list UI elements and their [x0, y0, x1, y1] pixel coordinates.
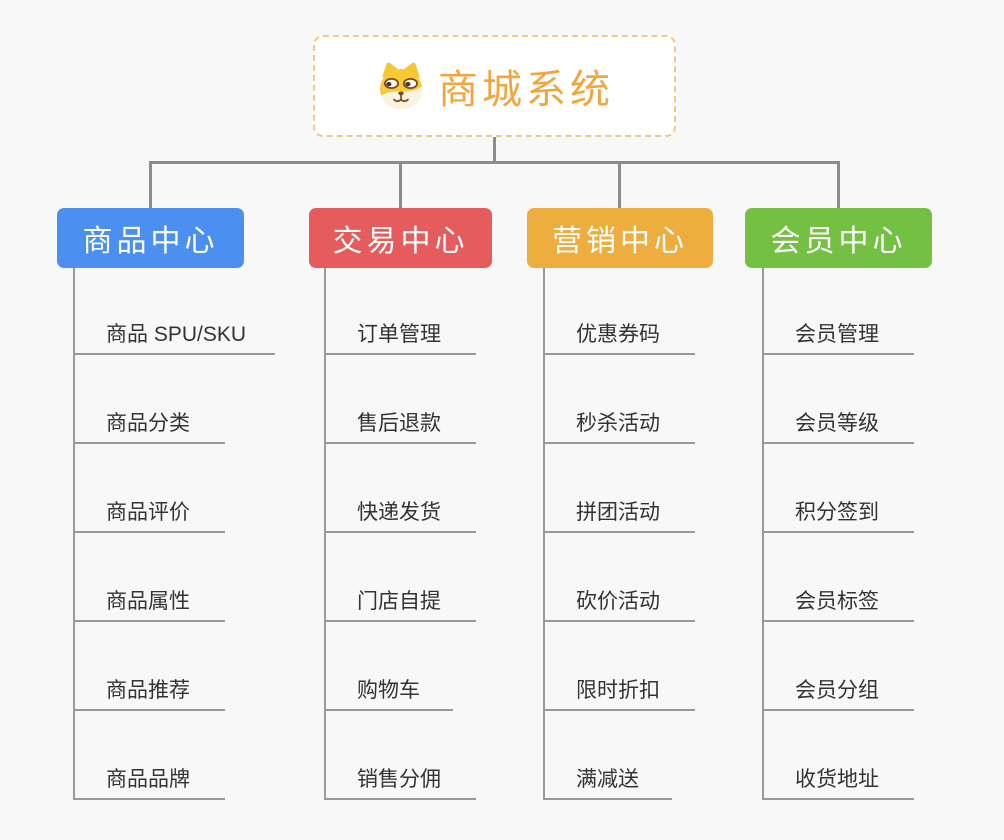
- doge-face-icon: [380, 62, 422, 109]
- leaf-node[interactable]: 销售分佣: [324, 762, 476, 800]
- root-title: 商城系统: [438, 68, 614, 112]
- leaf-node[interactable]: 售后退款: [324, 406, 476, 444]
- connector-drop-4: [837, 161, 840, 208]
- leaf-node[interactable]: 门店自提: [324, 584, 476, 622]
- branch-box-product-center[interactable]: 商品中心: [57, 208, 244, 268]
- branch-spine: [762, 268, 764, 800]
- leaf-node[interactable]: 商品评价: [73, 495, 225, 533]
- connector-root-stub: [493, 137, 496, 164]
- branch-spine: [324, 268, 326, 800]
- leaf-node[interactable]: 会员管理: [762, 317, 914, 355]
- leaf-node[interactable]: 满减送: [543, 762, 672, 800]
- leaf-node[interactable]: 积分签到: [762, 495, 914, 533]
- connector-bus: [149, 161, 840, 164]
- leaf-node[interactable]: 商品品牌: [73, 762, 225, 800]
- leaf-node[interactable]: 优惠券码: [543, 317, 695, 355]
- leaf-node[interactable]: 会员分组: [762, 673, 914, 711]
- leaf-node[interactable]: 快递发货: [324, 495, 476, 533]
- branch-box-member-center[interactable]: 会员中心: [745, 208, 932, 268]
- leaf-node[interactable]: 限时折扣: [543, 673, 695, 711]
- leaf-node[interactable]: 商品 SPU/SKU: [73, 317, 275, 355]
- leaf-node[interactable]: 会员等级: [762, 406, 914, 444]
- leaf-node[interactable]: 拼团活动: [543, 495, 695, 533]
- leaf-node[interactable]: 会员标签: [762, 584, 914, 622]
- leaf-node[interactable]: 秒杀活动: [543, 406, 695, 444]
- connector-drop-1: [149, 161, 152, 208]
- root-node[interactable]: 商城系统: [313, 35, 676, 137]
- leaf-node[interactable]: 砍价活动: [543, 584, 695, 622]
- leaf-node[interactable]: 商品分类: [73, 406, 225, 444]
- leaf-node[interactable]: 购物车: [324, 673, 453, 711]
- leaf-node[interactable]: 订单管理: [324, 317, 476, 355]
- branch-box-marketing-center[interactable]: 营销中心: [527, 208, 713, 268]
- leaf-node[interactable]: 商品属性: [73, 584, 225, 622]
- leaf-node[interactable]: 商品推荐: [73, 673, 225, 711]
- connector-drop-3: [618, 161, 621, 208]
- branch-spine: [73, 268, 75, 800]
- branch-spine: [543, 268, 545, 800]
- branch-box-trade-center[interactable]: 交易中心: [309, 208, 492, 268]
- connector-drop-2: [399, 161, 402, 208]
- leaf-node[interactable]: 收货地址: [762, 762, 914, 800]
